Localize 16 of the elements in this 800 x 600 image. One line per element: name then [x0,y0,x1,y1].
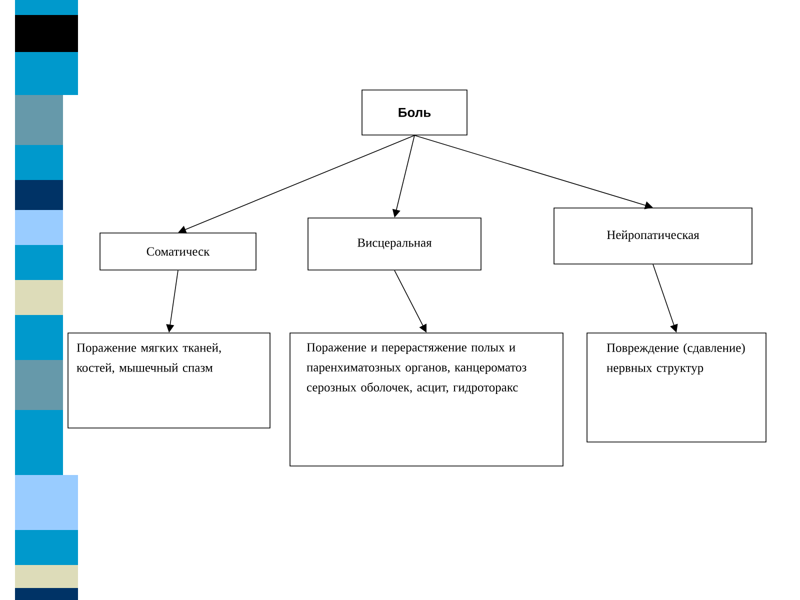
box-text: Поражение мягких тканей, костей, мышечный спазм [76,343,221,374]
process-box [68,332,270,428]
process-box [362,90,468,136]
box-text: Поражение и перерастяжение полых и паренхиматозных органов, канцероматоз серозных оболочек, асцит, гидроторакс [306,343,526,394]
box-text: Висцеральная [358,238,432,250]
process-box [100,232,256,270]
arrow [178,135,415,234]
process-box [290,332,564,466]
arrow [414,135,653,210]
box-text: Боль [398,108,431,118]
process-box [586,332,766,442]
box-text: Нейропатическая [607,230,700,242]
process-box [308,218,482,270]
box-text: Повреждение (сдавление) нервных структур [606,343,745,375]
box-text: Соматическ [146,247,210,256]
process-box [554,208,752,264]
